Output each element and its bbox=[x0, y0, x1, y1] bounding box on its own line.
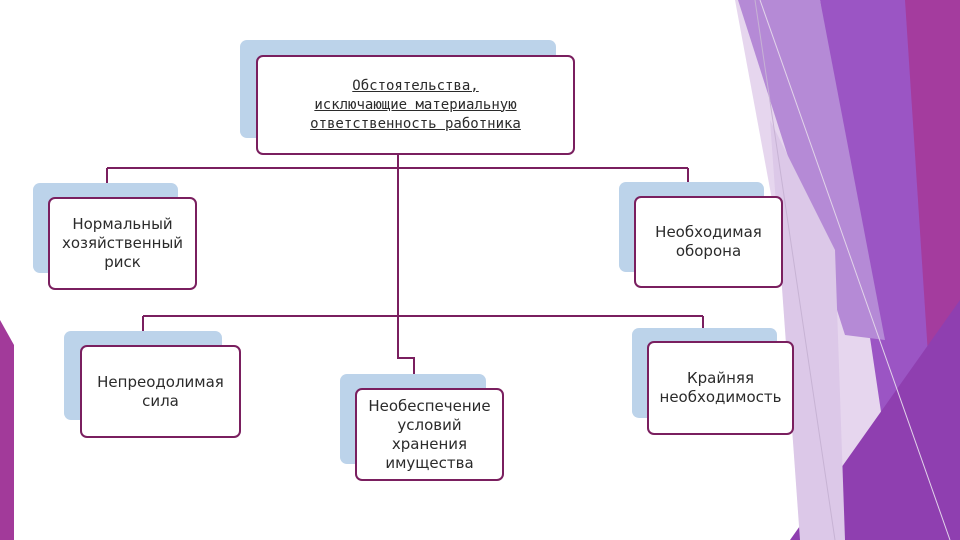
normal-risk-node: Нормальный хозяйственный риск bbox=[48, 197, 197, 290]
deco-violet-top bbox=[738, 0, 885, 340]
extreme-necessity-node: Крайняя необходимость bbox=[647, 341, 794, 435]
deco-thin-line-2 bbox=[759, 0, 951, 540]
necessary-defense-node: Необходимая оборона bbox=[634, 196, 783, 288]
root-node-label: Обстоятельства, исключающие материальную… bbox=[310, 77, 521, 132]
root-node: Обстоятельства, исключающие материальную… bbox=[256, 55, 575, 155]
deco-left-accent bbox=[0, 320, 14, 540]
no-storage-node: Необеспечение условий хранения имущества bbox=[355, 388, 504, 481]
force-majeure-node: Непреодолимая сила bbox=[80, 345, 241, 438]
force-majeure-label: Непреодолимая сила bbox=[97, 372, 224, 410]
extreme-necessity-label: Крайняя необходимость bbox=[659, 369, 782, 406]
deco-thin-line-1 bbox=[754, 0, 836, 540]
connector-middle-drop bbox=[397, 316, 415, 376]
necessary-defense-label: Необходимая оборона bbox=[655, 223, 762, 260]
normal-risk-label: Нормальный хозяйственный риск bbox=[61, 215, 184, 271]
no-storage-label: Необеспечение условий хранения имущества bbox=[368, 396, 491, 472]
